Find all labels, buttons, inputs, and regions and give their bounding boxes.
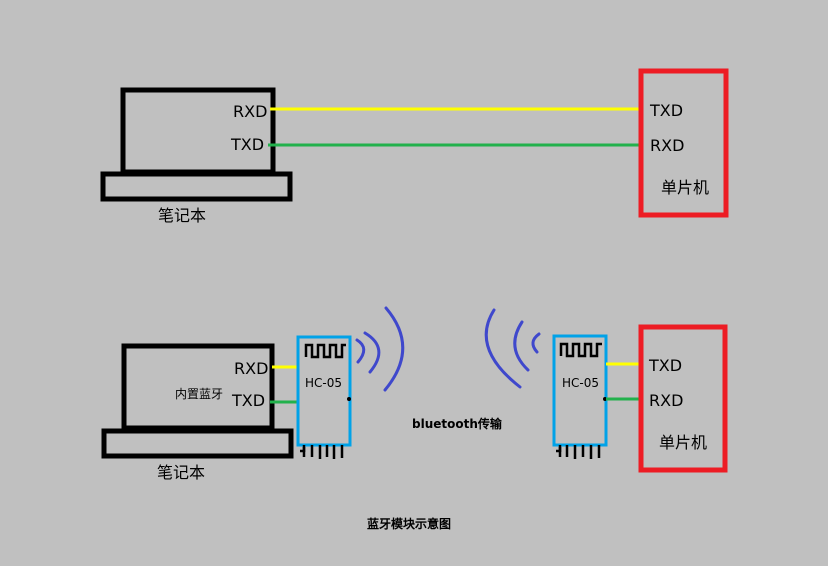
bottom-mcu-txd-pin: TXD (648, 356, 682, 375)
left-radio-waves-icon (355, 306, 405, 392)
right-hc05-antenna-icon (559, 342, 602, 358)
bottom-laptop-screen (121, 343, 275, 431)
top-laptop: RXD TXD 笔记本 (100, 87, 293, 225)
left-hc05-board (296, 335, 352, 447)
right-hc05-pins-icon (556, 445, 601, 459)
builtin-bluetooth-label: 内置蓝牙 (175, 387, 223, 401)
top-mcu-txd-pin: TXD (649, 101, 683, 120)
top-laptop-rxd-pin: RXD (233, 102, 267, 121)
left-hc05-label: HC-05 (305, 376, 342, 390)
left-hc05-dot (347, 397, 351, 401)
top-laptop-label: 笔记本 (158, 206, 206, 225)
bottom-laptop-txd-pin: TXD (231, 391, 265, 410)
diagram-caption: 蓝牙模块示意图 (367, 516, 451, 531)
bottom-laptop-base (101, 428, 294, 459)
top-mcu-label: 单片机 (661, 178, 709, 197)
left-hc05-module: HC-05 (296, 335, 352, 459)
bluetooth-link-label: bluetooth传输 (412, 416, 503, 431)
right-hc05-module: HC-05 (552, 334, 608, 459)
bottom-mcu: TXD RXD 单片机 (638, 324, 728, 473)
right-radio-waves-icon (484, 308, 541, 389)
bottom-bluetooth-diagram: RXD TXD 内置蓝牙 笔记本 HC-05 (101, 306, 728, 482)
top-laptop-txd-pin: TXD (230, 135, 264, 154)
right-hc05-label: HC-05 (562, 376, 599, 390)
top-mcu: TXD RXD 单片机 (638, 68, 729, 218)
bottom-laptop: RXD TXD 内置蓝牙 笔记本 (101, 343, 294, 482)
bottom-laptop-rxd-pin: RXD (234, 359, 268, 378)
left-hc05-antenna-icon (304, 343, 346, 359)
top-mcu-rxd-pin: RXD (650, 136, 684, 155)
left-hc05-pins-icon (300, 445, 344, 459)
top-wired-diagram: RXD TXD 笔记本 TXD RXD 单片机 (100, 68, 729, 225)
bottom-mcu-label: 单片机 (659, 433, 707, 452)
bottom-mcu-box (638, 324, 728, 473)
bottom-mcu-rxd-pin: RXD (649, 391, 683, 410)
top-mcu-box (638, 68, 729, 218)
right-hc05-board (552, 334, 608, 447)
bottom-laptop-label: 笔记本 (157, 463, 205, 482)
top-laptop-base (100, 171, 293, 202)
